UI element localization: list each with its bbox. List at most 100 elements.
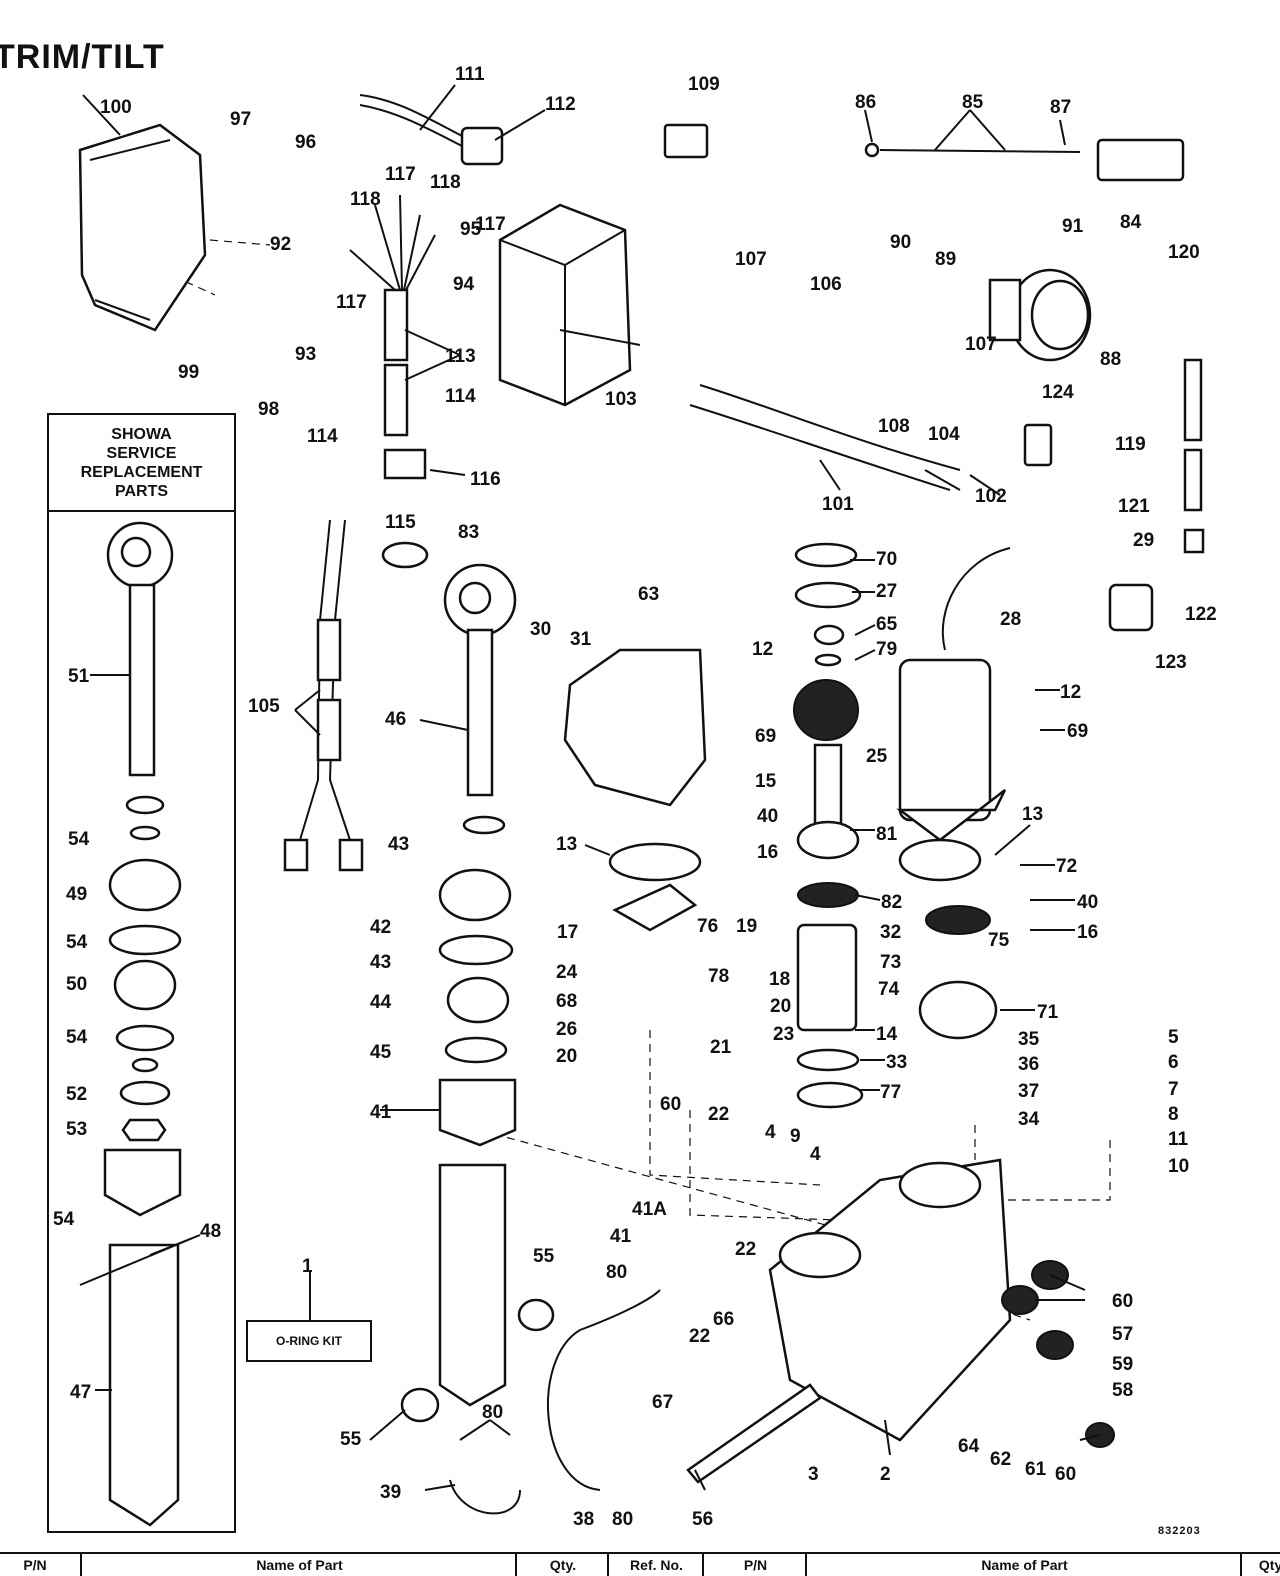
callout: 51 <box>68 666 90 687</box>
bushing-part-32 <box>925 905 991 935</box>
callout: 7 <box>1168 1079 1179 1100</box>
callout: 21 <box>710 1037 732 1058</box>
callout: 22 <box>735 1239 756 1260</box>
callout: 72 <box>1056 856 1077 877</box>
callout: 89 <box>935 249 956 270</box>
valve-part-60b <box>1001 1285 1039 1315</box>
callout: 109 <box>688 74 720 95</box>
callout: 16 <box>1077 922 1098 943</box>
callout: 19 <box>736 916 757 937</box>
callout: 47 <box>70 1382 91 1403</box>
plate-part-17 <box>612 883 698 932</box>
callout: 35 <box>1018 1029 1040 1050</box>
callout: 62 <box>990 1449 1011 1470</box>
callout: 17 <box>557 922 578 943</box>
cylinder-part-47 <box>108 1243 180 1527</box>
callout: 5 <box>1168 1027 1179 1048</box>
callout: 91 <box>1062 216 1084 237</box>
callout: 115 <box>385 512 416 533</box>
connector-part-123 <box>1108 583 1154 632</box>
oring-part-54b <box>108 924 182 956</box>
cap-part-41 <box>438 1078 517 1147</box>
callout: 54 <box>66 1027 88 1048</box>
showa-rod-part-51 <box>106 521 174 777</box>
callout: 33 <box>886 1052 907 1073</box>
callout: 41 <box>370 1102 392 1123</box>
callout: 85 <box>962 92 984 113</box>
callout: 94 <box>453 274 475 295</box>
callout: 83 <box>458 522 479 543</box>
callout: 68 <box>556 991 577 1012</box>
callout: 49 <box>66 884 87 905</box>
callout: 118 <box>350 189 381 210</box>
cover-part-95 <box>498 203 632 407</box>
callout: 74 <box>878 979 900 1000</box>
oring-part-54c <box>115 1024 175 1052</box>
callout: 88 <box>1100 349 1121 370</box>
callout: 70 <box>876 549 897 570</box>
head-part-49 <box>108 858 182 912</box>
callout: 29 <box>1133 530 1154 551</box>
piston-part-50 <box>113 959 177 1011</box>
column-header-qty-2: Qty. <box>1240 1554 1280 1576</box>
callout: 96 <box>295 132 316 153</box>
callout: 113 <box>445 346 476 367</box>
piston-part-42 <box>438 868 512 922</box>
callout: 31 <box>570 629 592 650</box>
callout: 116 <box>470 469 501 490</box>
assembly-guide-lines <box>159 239 1111 1321</box>
oring-part-54 <box>129 825 161 841</box>
callout: 43 <box>370 952 391 973</box>
callout: 9 <box>790 1126 801 1147</box>
callout: 117 <box>475 214 506 235</box>
callout: 75 <box>988 930 1010 951</box>
callout: 15 <box>755 771 777 792</box>
showa-replacement-parts-panel: SHOWA SERVICE REPLACEMENT PARTS <box>47 413 236 1533</box>
motor-part-28 <box>896 547 1011 842</box>
callout: 25 <box>866 746 888 767</box>
callout: 46 <box>385 709 406 730</box>
column-header-qty: Qty. <box>515 1554 609 1576</box>
callout: 103 <box>605 389 637 410</box>
callout: 18 <box>769 969 790 990</box>
reservoir-cap-part-25 <box>793 679 859 741</box>
clamp-part-83 <box>381 541 429 569</box>
callout: 54 <box>53 1209 75 1230</box>
column-header-pn-2: P/N <box>702 1554 807 1576</box>
callout: 45 <box>370 1042 392 1063</box>
piston-part-44 <box>446 976 510 1024</box>
callout: 69 <box>755 726 776 747</box>
callout: 39 <box>380 1482 401 1503</box>
callout: 24 <box>556 962 578 983</box>
callout: 60 <box>1112 1291 1133 1312</box>
callout: 40 <box>1077 892 1098 913</box>
heading-line: SERVICE <box>106 444 177 462</box>
callout: 80 <box>482 1402 503 1423</box>
callout: 55 <box>340 1429 362 1450</box>
battery-cables-part-105 <box>283 519 364 872</box>
leader-lines <box>79 84 1101 1491</box>
column-header-ref-no: Ref. No. <box>607 1554 704 1576</box>
callout: 32 <box>880 922 901 943</box>
shaft-part-81 <box>796 743 860 860</box>
callout: 27 <box>876 581 897 602</box>
seal-part-82 <box>797 882 859 908</box>
seal-part-65 <box>813 624 845 646</box>
callout: 28 <box>1000 609 1021 630</box>
callout: 66 <box>713 1309 734 1330</box>
oring-kit-label: O-RING KIT <box>246 1320 372 1362</box>
wire-part-119 <box>1183 358 1205 554</box>
callout: 63 <box>638 584 659 605</box>
tilt-rod-part-46 <box>443 563 517 797</box>
callout: 41A <box>632 1199 667 1220</box>
callout: 2 <box>880 1464 891 1485</box>
callout: 60 <box>660 1094 681 1115</box>
parts-table-header: P/N Name of Part Qty. Ref. No. P/N Name … <box>0 1552 1280 1576</box>
drawing-code: 832203 <box>1158 1525 1201 1537</box>
oring-part-13 <box>608 842 702 882</box>
callout: 20 <box>556 1046 577 1067</box>
tilt-cylinder <box>438 1163 507 1407</box>
manifold-housing-part-2 <box>768 1158 1012 1442</box>
callout: 76 <box>697 916 718 937</box>
callout: 50 <box>66 974 87 995</box>
